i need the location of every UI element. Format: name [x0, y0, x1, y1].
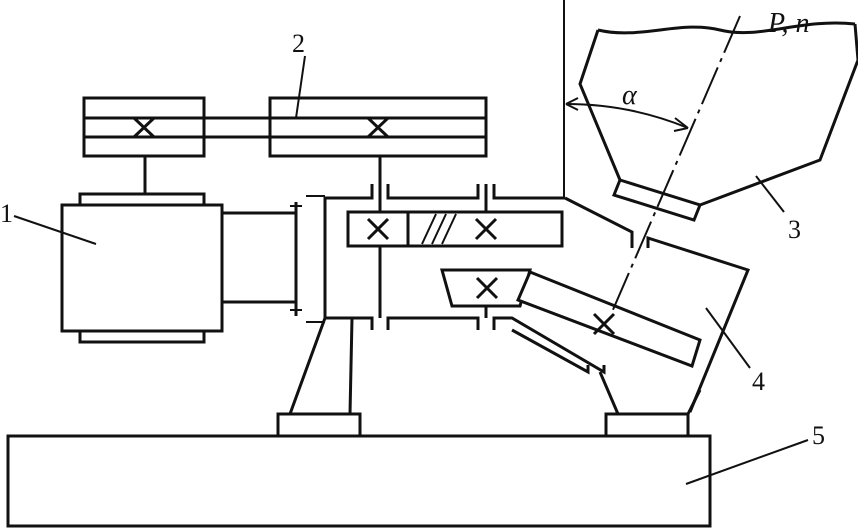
drum-neck: [612, 178, 702, 222]
spur-gear-pair: [346, 210, 564, 248]
label-part-1: 1: [0, 199, 13, 228]
label-part-3: 3: [788, 215, 801, 244]
angle-arc: [565, 103, 689, 129]
drum-axis: [611, 15, 741, 313]
angle-arrow-right: [673, 117, 689, 132]
motor: [60, 192, 302, 344]
label-part-4: 4: [752, 367, 765, 396]
left-support: [276, 317, 362, 438]
pulley-left-cross: [132, 116, 156, 139]
drum-broken-edge: [597, 21, 856, 35]
leader-2: [295, 55, 306, 119]
mixing-drum: [578, 21, 858, 222]
label-power-speed: P, n: [767, 8, 810, 39]
gearbox-housing: [306, 184, 751, 413]
angle-arrow-left: [565, 97, 579, 111]
leader-5: [685, 439, 809, 485]
base-frame: [6, 434, 712, 528]
leader-1: [13, 215, 97, 245]
right-support: [598, 371, 702, 438]
leader-3: [755, 175, 785, 213]
label-part-5: 5: [812, 421, 825, 450]
pulley-right-cross: [366, 116, 390, 139]
label-angle-alpha: α: [622, 80, 638, 111]
inclined-gear: [516, 270, 702, 368]
leader-4: [705, 307, 751, 369]
belt-drive: [82, 96, 488, 158]
label-part-2: 2: [292, 29, 305, 58]
bevel-gear: [440, 268, 532, 308]
